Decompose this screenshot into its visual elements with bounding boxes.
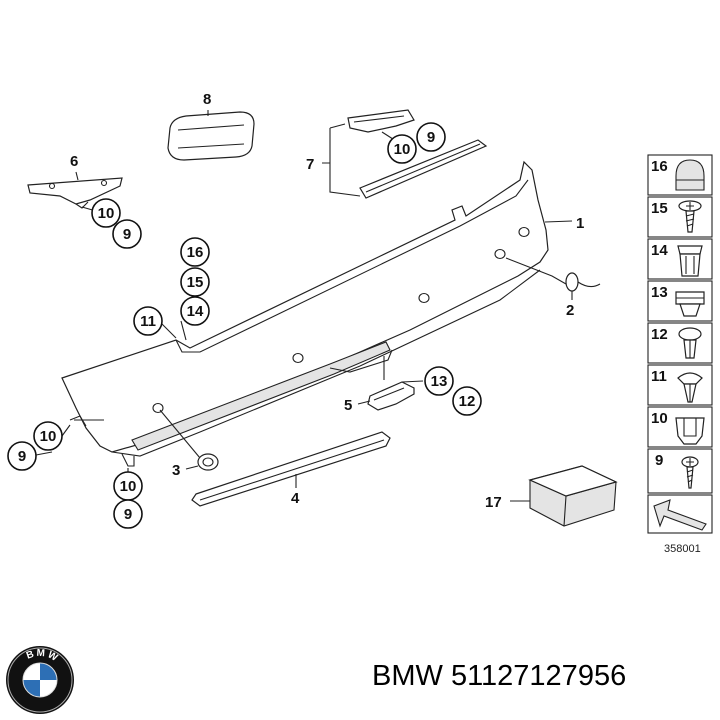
part-caption: BMW 51127127956	[372, 660, 626, 693]
callout-3: 3	[172, 462, 180, 479]
svg-text:10: 10	[98, 205, 115, 222]
callout-8: 8	[203, 91, 211, 108]
part-17-box	[528, 465, 618, 527]
callout-17: 17	[485, 494, 502, 511]
svg-text:10: 10	[394, 141, 411, 158]
callout-4: 4	[291, 490, 300, 507]
svg-text:10: 10	[120, 478, 137, 495]
svg-text:9: 9	[124, 506, 132, 523]
svg-text:14: 14	[187, 303, 204, 320]
callout-9-top-right: 9	[416, 122, 446, 152]
part-2-sensor	[505, 257, 601, 292]
legend-label-11: 11	[651, 368, 667, 385]
svg-text:9: 9	[18, 448, 26, 465]
callout-14: 14	[180, 296, 210, 326]
cap-icon	[675, 159, 705, 191]
callout-11: 11	[133, 306, 163, 336]
screw-clip-icon	[678, 200, 702, 233]
svg-text:15: 15	[187, 274, 204, 291]
legend-label-10: 10	[651, 410, 668, 427]
legend-label-13: 13	[651, 284, 668, 301]
part-8-housing	[167, 111, 255, 161]
expanding-nut-icon	[677, 245, 703, 277]
screw-icon	[681, 456, 699, 489]
callout-10-left-side: 10	[33, 421, 63, 451]
callout-9-left-bracket: 9	[112, 219, 142, 249]
callout-16: 16	[180, 237, 210, 267]
legend-label-14: 14	[651, 242, 668, 259]
clip-icon	[675, 417, 705, 445]
svg-text:9: 9	[427, 129, 435, 146]
reference-code: 358001	[664, 543, 701, 555]
callout-15: 15	[180, 267, 210, 297]
callout-1: 1	[576, 215, 584, 232]
svg-text:12: 12	[459, 393, 476, 410]
part-4-strip	[191, 431, 391, 507]
callout-7: 7	[306, 156, 314, 173]
callout-12: 12	[452, 386, 482, 416]
push-rivet-icon	[677, 372, 703, 403]
legend-label-12: 12	[651, 326, 668, 343]
svg-text:9: 9	[123, 226, 131, 243]
part-3-sensor	[159, 409, 219, 471]
callout-5: 5	[344, 397, 352, 414]
svg-text:13: 13	[431, 373, 448, 390]
part-number: 51127127956	[450, 660, 627, 692]
brand-name: BMW	[372, 660, 443, 692]
part-6-bracket	[27, 177, 123, 209]
expanding-rivet-icon	[678, 327, 702, 359]
callout-9-left-side: 9	[7, 441, 37, 471]
svg-text:10: 10	[40, 428, 57, 445]
orientation-arrow-icon	[653, 499, 707, 531]
part-1-bumper	[61, 160, 549, 467]
svg-text:16: 16	[187, 244, 204, 261]
legend-label-9: 9	[655, 452, 663, 469]
svg-text:11: 11	[140, 313, 156, 330]
callout-10-top-right: 10	[387, 134, 417, 164]
legend-label-15: 15	[651, 200, 668, 217]
legend-column: 16 15 14 13 12 11 10 9	[647, 154, 713, 534]
callout-13: 13	[424, 366, 454, 396]
callout-10-bottom: 10	[113, 471, 143, 501]
callout-2: 2	[566, 302, 574, 319]
part-5-bracket	[367, 356, 415, 411]
callout-9-bottom: 9	[113, 499, 143, 529]
callout-10-left-bracket: 10	[91, 198, 121, 228]
part-7-guide	[347, 109, 488, 199]
callout-6: 6	[70, 153, 78, 170]
legend-label-16: 16	[651, 158, 668, 175]
bmw-logo: BMW	[6, 646, 74, 714]
clip-nut-icon	[675, 291, 705, 317]
